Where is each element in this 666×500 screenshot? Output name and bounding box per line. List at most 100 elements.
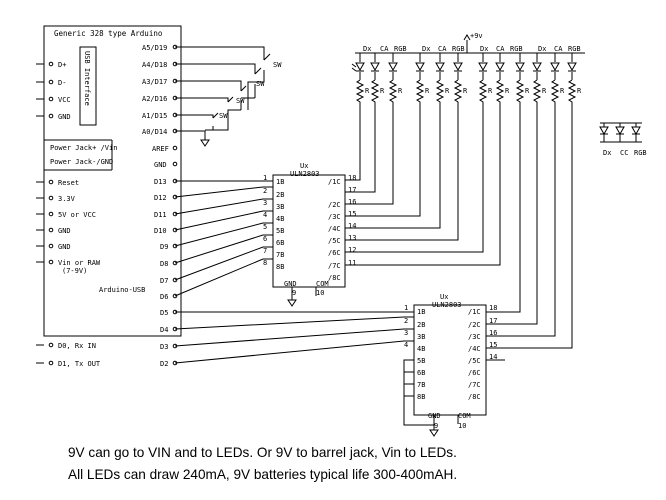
chip-input-label: 8B [276,263,284,271]
chip-pin-number: 14 [489,353,497,361]
caption-line-2: All LEDs can draw 240mA, 9V batteries ty… [68,467,458,482]
chip-output-label: /3C [328,213,341,221]
arduino-left-pins: D+ D- VCC GND Power Jack+ /Vin Power Jac… [36,61,117,368]
chip-input-label: 1B [417,308,425,316]
pin-label: GND [58,227,71,235]
led-label-ca: CA [380,45,389,53]
resistor-label: R [525,87,530,95]
chip-pin-number: 6 [263,235,267,243]
chip-output-label: /2C [468,321,481,329]
chip-output-label: /5C [328,237,341,245]
chip-input-label: 2B [417,321,425,329]
chip-pin-number: 16 [348,198,356,206]
led-diode [435,62,445,72]
usb-interface-box [79,46,97,126]
pin-label: D7 [160,277,168,285]
resistor-label: R [542,87,547,95]
resistor [515,79,525,110]
pin-label: A4/D18 [142,61,167,69]
led-diode [415,62,425,72]
pin-markers [172,44,178,366]
chip-input-label: 6B [276,239,284,247]
resistor-label: R [577,87,582,95]
led-label-ca: CA [496,45,505,53]
chip-output-label: /6C [468,369,481,377]
led-resistor-column: R [355,53,370,110]
led-label-dx: Dx [480,45,488,53]
pin-label: Vin or RAW [58,259,101,267]
usb-interface-label: USB Interface [83,51,91,106]
led-diode [355,62,365,72]
led-label-dx: Dx [603,149,611,157]
pin-label: A5/D19 [142,44,167,52]
caption-line-1: 9V can go to VIN and to LEDs. Or 9V to b… [68,445,457,460]
pin-markers [48,61,54,366]
chip1-output-wires [345,110,501,266]
pin-label: D4 [160,326,168,334]
chip-com-label: COM [458,412,471,420]
pin-label: D6 [160,293,168,301]
chip-pin-number: 10 [458,422,466,430]
resistor-label: R [488,87,493,95]
led-resistor-column: R [415,53,430,110]
led-label-dx: Dx [422,45,430,53]
resistor [355,79,365,110]
chip-output-label: /4C [328,225,341,233]
pin-label: D8 [160,260,168,268]
pin-label: D2 [160,360,168,368]
pin-label: D11 [154,211,167,219]
chip-pin-number: 15 [348,210,356,218]
resistor [567,79,577,110]
chip-ux-label: Ux [440,293,448,301]
chip-input-label: 8B [417,393,425,401]
pin-label: VCC [58,96,71,104]
led-diode [515,62,525,72]
pin-label: D9 [160,243,168,251]
resistor [532,79,542,110]
chip-pin-number: 8 [263,259,267,267]
pin-label: AREF [152,145,169,153]
pin-label: (7-9V) [62,267,87,275]
pin-label: Reset [58,179,79,187]
led-diode [567,62,577,72]
led-resistor-column: R [550,53,565,110]
chip-pin-number: 10 [316,289,324,297]
resistor-label: R [380,87,385,95]
chip-gnd-label: GND [284,280,297,288]
led-label-cc: CC [620,149,628,157]
chip-com-label: COM [316,280,329,288]
chip-pin-number: 4 [263,211,267,219]
resistor-label: R [425,87,430,95]
chip-pin-number: 9 [292,289,296,297]
chip-pin-number: 12 [348,246,356,254]
led-diode [478,62,488,72]
led-resistor-column: R [515,53,530,110]
chip-input-label: 4B [417,345,425,353]
resistor-label: R [505,87,510,95]
led-resistor-column: R [453,53,468,110]
pin-label: GND [58,243,71,251]
switch-label: SW [256,80,265,88]
pin-label: A1/D15 [142,112,167,120]
chip-input-label: 7B [417,381,425,389]
chip-pin-number: 17 [489,317,497,325]
chip-pin-number: 1 [404,304,408,312]
chip-name: ULN2803 [290,170,320,178]
resistor [478,79,488,110]
chip-pin-number: 3 [263,199,267,207]
chip-output-label: /2C [328,201,341,209]
supply-rail: +9v Dx CA RGB Dx CA RGB Dx CA RGB Dx CA … [355,32,585,54]
led-resistor-column: R [478,53,493,110]
pin-label: 3.3V [58,195,76,203]
arduino-bottom-label: Arduino-USB [99,286,145,294]
led-label-rgb: RGB [568,45,581,53]
led-diode [550,62,560,72]
led-diode [532,62,542,72]
chip-input-label: 6B [417,369,425,377]
arduino-right-pins: A5/D19 A4/D18 A3/D17 A2/D16 A1/D15 A0/D1… [142,44,178,368]
pin-label: D10 [154,227,167,235]
chip-pin-number: 17 [348,186,356,194]
resistor-label: R [463,87,468,95]
pin-label: A0/D14 [142,128,167,136]
resistor [550,79,560,110]
